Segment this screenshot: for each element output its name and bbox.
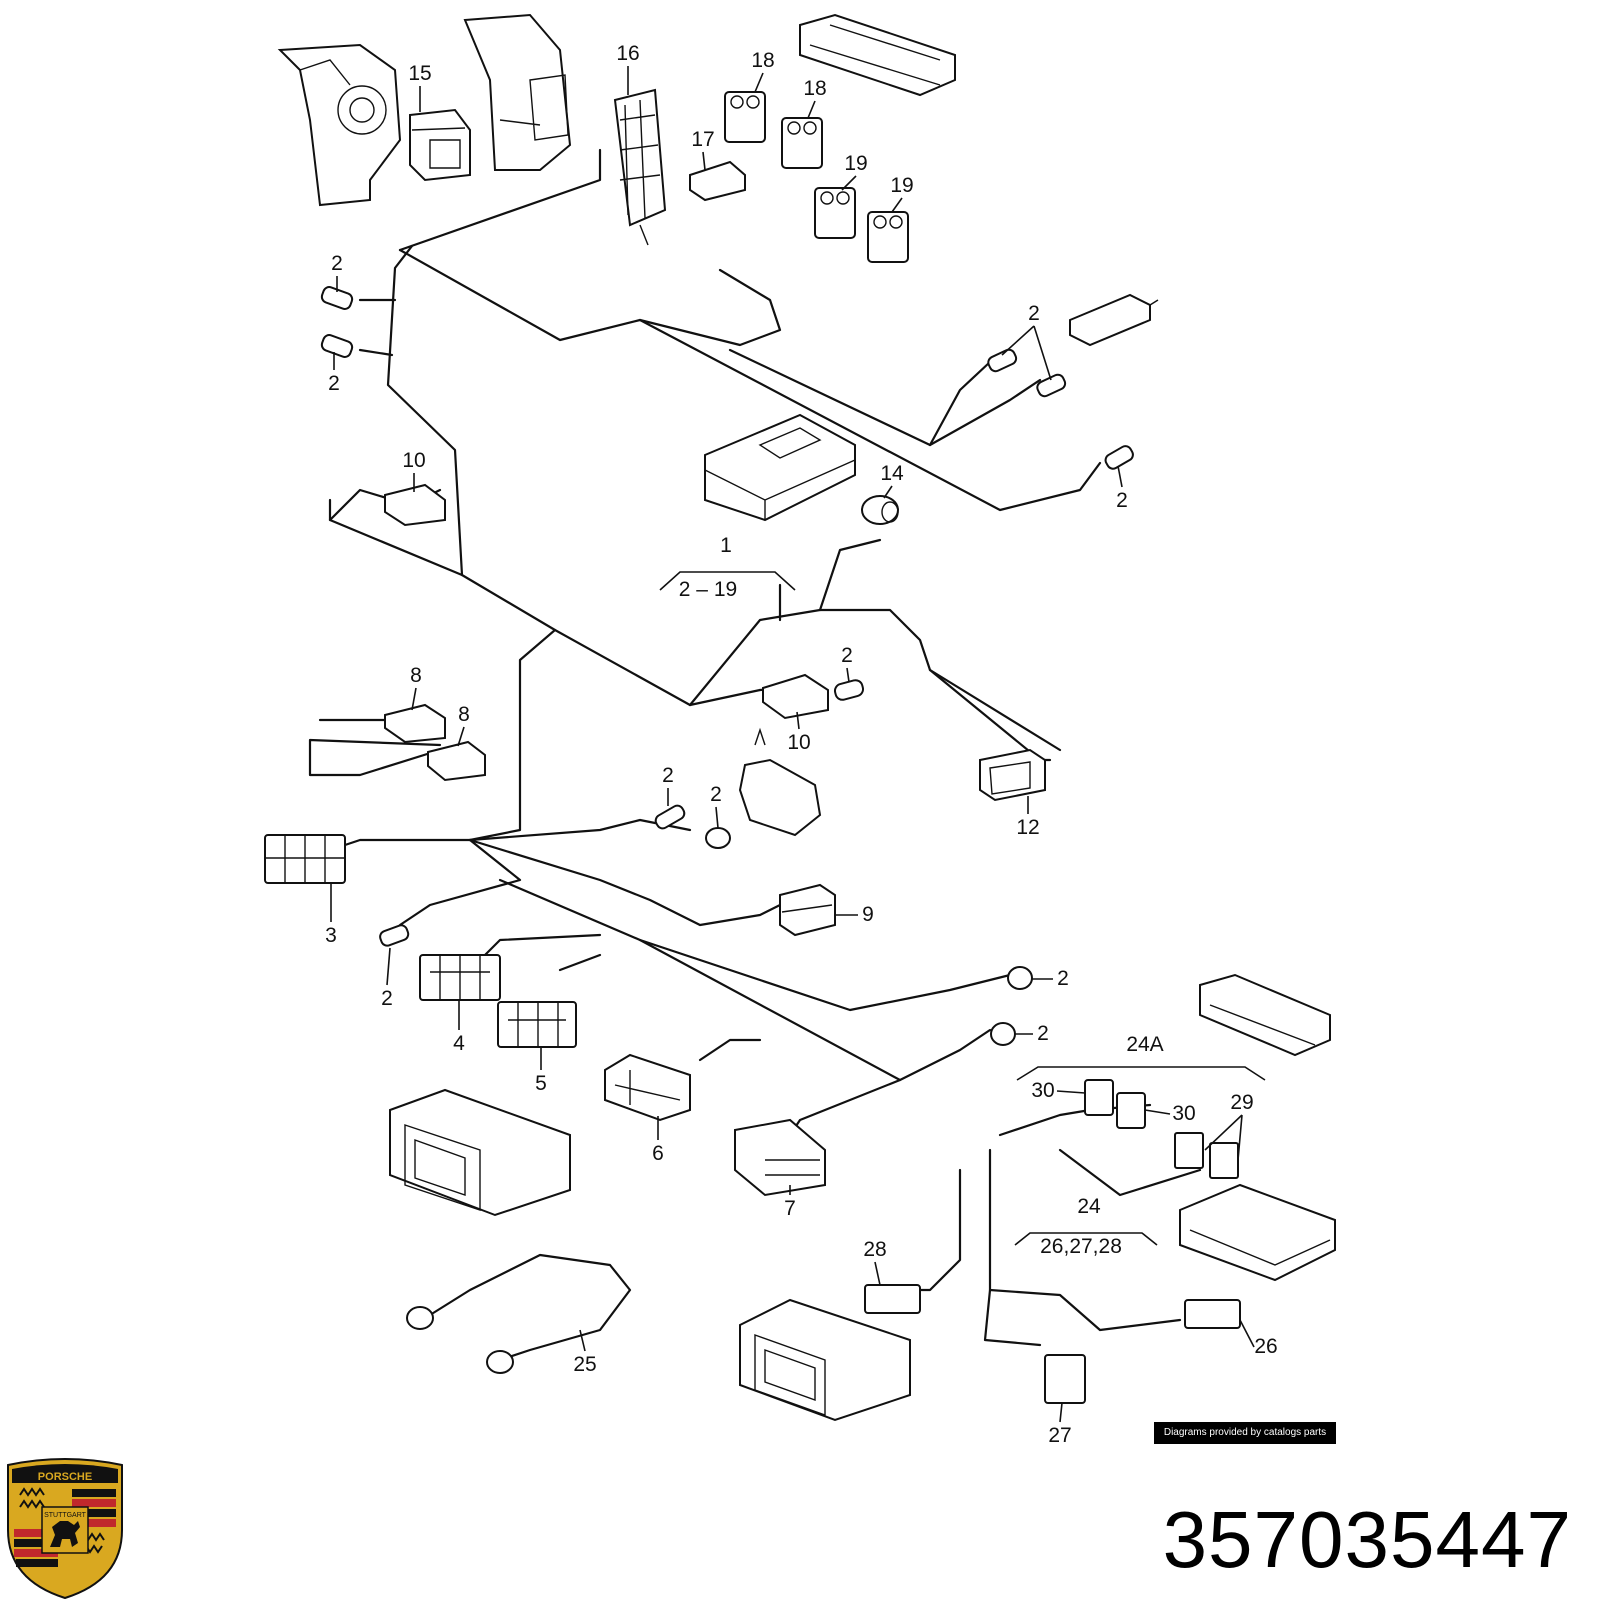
callout-c30b: 30 [1172, 1102, 1195, 1125]
callout-c2b: 2 [328, 372, 340, 395]
component-16 [613, 88, 667, 246]
callout-c1: 1 [720, 534, 732, 557]
callout-c27: 27 [1048, 1424, 1071, 1447]
callout-c2a: 2 [331, 252, 343, 275]
component-18a [724, 91, 766, 143]
prancing-horse-icon [50, 1521, 80, 1547]
callout-c2h: 2 [381, 987, 393, 1010]
callout-c14: 14 [880, 462, 904, 485]
callout-c28: 28 [863, 1238, 886, 1261]
harness-wires [308, 148, 1202, 1362]
component-module-top [799, 13, 956, 97]
callout-c26-28: 26,27,28 [1040, 1235, 1122, 1258]
callout-c30a: 30 [1031, 1079, 1054, 1102]
callout-c4: 4 [453, 1032, 465, 1055]
component-5 [497, 1001, 577, 1048]
callout-c7: 7 [784, 1197, 796, 1220]
component-head-unit-lower [739, 1298, 911, 1422]
component-18b [781, 117, 823, 169]
callout-c8a: 8 [410, 664, 422, 687]
component-antenna-amp [1069, 293, 1159, 347]
callout-c2d: 2 [1116, 489, 1128, 512]
component-30a [1084, 1079, 1114, 1116]
callout-c6: 6 [652, 1142, 664, 1165]
callout-c2-19: 2 – 19 [679, 578, 737, 601]
component-8b [427, 740, 486, 782]
callout-c17: 17 [691, 128, 714, 151]
component-10a [384, 483, 446, 527]
component-19b [867, 211, 909, 263]
svg-text:PORSCHE: PORSCHE [38, 1471, 92, 1483]
callout-c2e: 2 [841, 644, 853, 667]
callout-c9: 9 [862, 903, 874, 926]
component-3 [264, 834, 346, 884]
callout-c19b: 19 [890, 174, 913, 197]
component-17 [689, 160, 746, 202]
component-speaker-left [277, 43, 402, 207]
component-7 [734, 1118, 826, 1197]
callout-c2i: 2 [1057, 967, 1069, 990]
component-15 [409, 108, 471, 182]
crest-quarters [12, 1485, 118, 1590]
component-module-mid [738, 727, 822, 837]
component-27 [1044, 1354, 1086, 1404]
leader-lines [330, 66, 1255, 1423]
callout-c2j: 2 [1037, 1022, 1049, 1045]
group-brackets [659, 571, 1266, 1246]
callout-c2f: 2 [662, 764, 674, 787]
diagram-credit: Diagrams provided by catalogs parts [1154, 1422, 1336, 1444]
component-28 [864, 1284, 921, 1314]
callout-c5: 5 [535, 1072, 547, 1095]
component-26 [1184, 1299, 1241, 1329]
component-30b [1116, 1092, 1146, 1129]
callout-c2c: 2 [1028, 302, 1040, 325]
component-19a [814, 187, 856, 239]
callout-c29: 29 [1230, 1091, 1253, 1114]
callout-c25: 25 [573, 1353, 596, 1376]
component-14 [861, 495, 899, 525]
callout-c24: 24 [1077, 1195, 1101, 1218]
component-module-right [1199, 973, 1331, 1057]
component-10b [762, 673, 829, 720]
component-9 [779, 883, 836, 937]
component-cd-changer [704, 413, 856, 522]
callout-c2g: 2 [710, 783, 722, 806]
component-speaker-right [463, 13, 572, 171]
porsche-crest-logo: PORSCHE STUTTGART [7, 1458, 123, 1600]
part-number: 357035447 [1162, 1495, 1572, 1584]
callout-c12: 12 [1016, 816, 1039, 839]
component-29 [1174, 1132, 1239, 1179]
component-4 [419, 954, 501, 1001]
component-6 [604, 1053, 691, 1122]
callout-c15: 15 [408, 62, 431, 85]
callout-c18a: 18 [751, 49, 774, 72]
callout-c24A: 24A [1126, 1033, 1163, 1056]
callout-c10b: 10 [787, 731, 810, 754]
callout-c8b: 8 [458, 703, 470, 726]
callout-c3: 3 [325, 924, 337, 947]
plug-connectors [320, 286, 1134, 1374]
callout-c16: 16 [616, 42, 639, 65]
callout-c18b: 18 [803, 77, 826, 100]
callout-c19a: 19 [844, 152, 867, 175]
component-head-unit-upper [389, 1088, 571, 1217]
component-12 [979, 748, 1046, 802]
callout-c10a: 10 [402, 449, 425, 472]
callout-c26: 26 [1254, 1335, 1277, 1358]
svg-text:STUTTGART: STUTTGART [44, 1512, 87, 1519]
component-8a [384, 703, 446, 744]
component-navigation-box [1179, 1183, 1336, 1282]
